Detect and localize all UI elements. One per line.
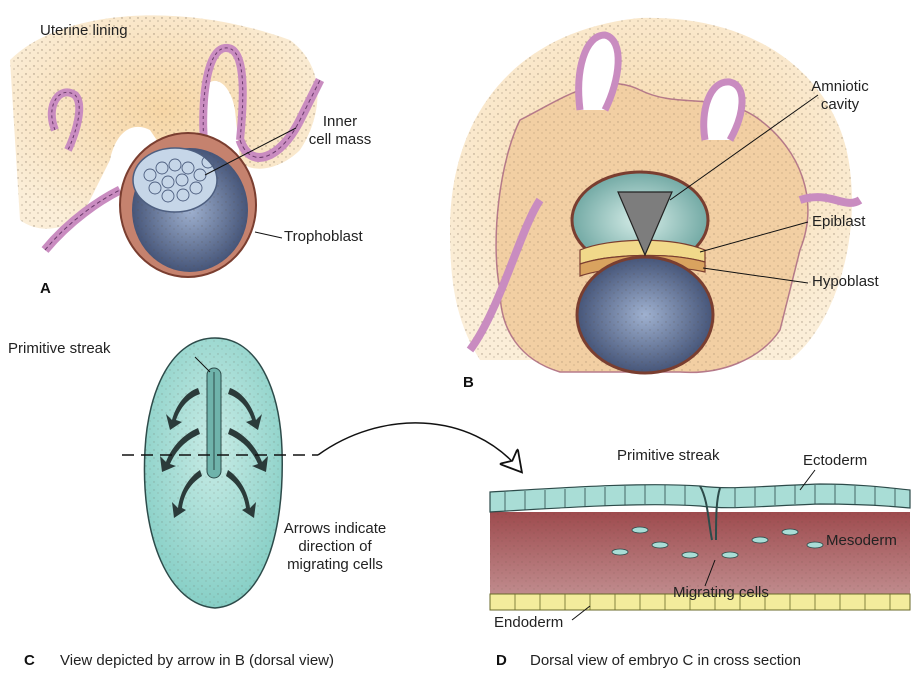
label-amniotic-cavity: Amniotic cavity [800, 78, 880, 114]
label-inner-line2: cell mass [300, 131, 380, 149]
label-arrows-indicate: Arrows indicate direction of migrating c… [270, 520, 400, 574]
caption-d: Dorsal view of embryo C in cross section [530, 652, 801, 669]
migrating-cell [682, 552, 698, 558]
label-hypoblast: Hypoblast [812, 273, 879, 291]
panel-letter-d: D [496, 652, 507, 669]
label-ectoderm: Ectoderm [803, 452, 867, 470]
uterine-gland-b2 [704, 82, 742, 140]
label-trophoblast: Trophoblast [284, 228, 363, 246]
migrating-cell [782, 529, 798, 535]
label-primitive-streak-d: Primitive streak [617, 447, 720, 465]
panel-b-diagram [450, 18, 860, 373]
migrating-cell [652, 542, 668, 548]
label-mesoderm: Mesoderm [826, 532, 897, 550]
uterine-gland-b1 [579, 35, 618, 110]
migrating-cell [612, 549, 628, 555]
label-arrows-line3: migrating cells [270, 556, 400, 574]
label-inner-line1: Inner [300, 113, 380, 131]
label-epiblast: Epiblast [812, 213, 865, 231]
label-primitive-streak-c: Primitive streak [8, 340, 111, 358]
label-amniotic-line2: cavity [800, 96, 880, 114]
label-inner-cell-mass: Inner cell mass [300, 113, 380, 149]
migrating-cell [632, 527, 648, 533]
label-endoderm: Endoderm [494, 614, 563, 632]
panel-a-diagram [10, 15, 320, 277]
migrating-cell [807, 542, 823, 548]
label-migrating-cells: Migrating cells [673, 584, 769, 602]
ectoderm-layer [490, 484, 910, 512]
panel-letter-a: A [40, 280, 51, 297]
panel-letter-c: C [24, 652, 35, 669]
label-arrows-line1: Arrows indicate [270, 520, 400, 538]
label-arrows-line2: direction of [270, 538, 400, 556]
migrating-cell [722, 552, 738, 558]
leader-trophoblast [255, 232, 282, 238]
label-amniotic-line1: Amniotic [800, 78, 880, 96]
panel-letter-b: B [463, 374, 474, 391]
label-uterine-lining: Uterine lining [40, 22, 128, 40]
caption-c: View depicted by arrow in B (dorsal view… [60, 652, 334, 669]
curved-arrow-to-d [318, 423, 520, 470]
migrating-cell [752, 537, 768, 543]
